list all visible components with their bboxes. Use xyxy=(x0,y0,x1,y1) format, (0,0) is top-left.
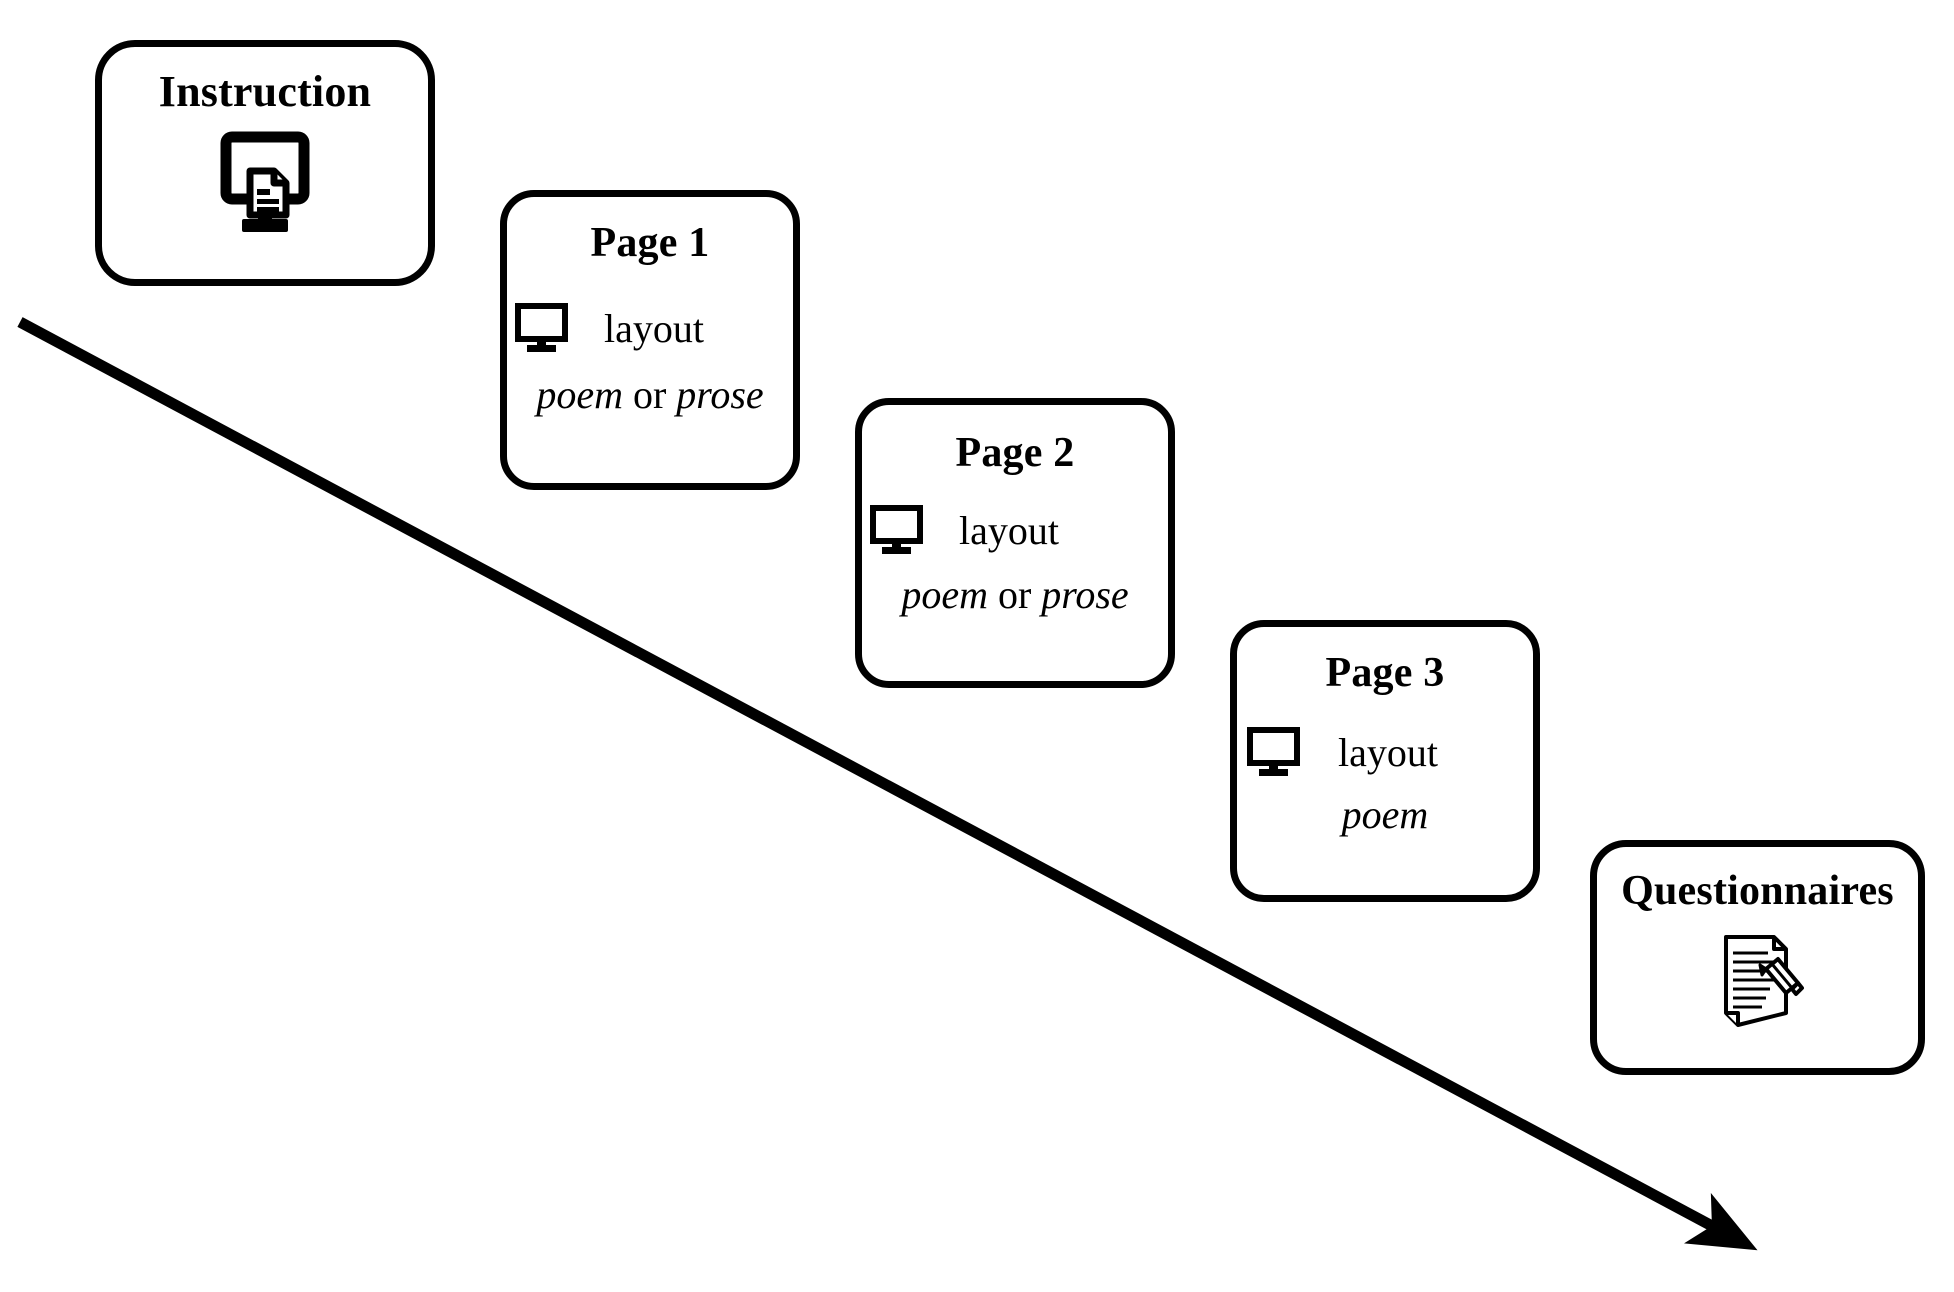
page-2-layout-row: layout xyxy=(855,505,1175,557)
page-1-genre-conjunction: or xyxy=(622,372,677,418)
page-1-genre-first: poem xyxy=(536,372,623,418)
questionnaires-icon-container xyxy=(1597,929,1918,1033)
node-page-3-title: Page 3 xyxy=(1325,650,1445,696)
page-3-layout-row: layout xyxy=(1228,727,1542,779)
node-page-3[interactable]: Page 3 layout poem xyxy=(1230,620,1540,902)
document-with-pencil-icon xyxy=(1723,935,1804,1028)
page-2-genre-first: poem xyxy=(901,572,988,618)
node-page-2-title: Page 2 xyxy=(955,430,1075,476)
page-1-layout-row: layout xyxy=(500,303,800,355)
instruction-icon-container xyxy=(102,131,428,239)
monitor-icon xyxy=(1246,727,1302,779)
node-page-2-body: layout poem or prose xyxy=(862,475,1168,615)
node-page-1-body: layout poem or prose xyxy=(507,265,793,415)
node-page-1-title: Page 1 xyxy=(590,220,710,266)
node-instruction[interactable]: Instruction xyxy=(95,40,435,286)
page-1-genre-line: poem or prose xyxy=(507,375,793,415)
page-2-genre-second: prose xyxy=(1041,572,1129,618)
monitor-icon xyxy=(514,303,570,355)
monitor-with-document-icon xyxy=(220,131,310,233)
node-page-2[interactable]: Page 2 layout poem or prose xyxy=(855,398,1175,688)
page-2-layout-label: layout xyxy=(959,508,1059,554)
page-1-genre-second: prose xyxy=(676,372,764,418)
page-3-genre-line: poem xyxy=(1237,795,1533,835)
page-2-genre-line: poem or prose xyxy=(862,575,1168,615)
node-page-1[interactable]: Page 1 layout poem or prose xyxy=(500,190,800,490)
monitor-icon xyxy=(869,505,925,557)
page-3-genre-first: poem xyxy=(1341,792,1429,838)
node-questionnaires-title: Questionnaires xyxy=(1621,868,1894,914)
page-3-layout-label: layout xyxy=(1338,730,1438,776)
page-2-genre-conjunction: or xyxy=(987,572,1042,618)
page-1-layout-label: layout xyxy=(604,306,704,352)
node-instruction-title: Instruction xyxy=(158,67,372,116)
node-questionnaires[interactable]: Questionnaires xyxy=(1590,840,1925,1075)
node-page-3-body: layout poem xyxy=(1237,695,1533,835)
